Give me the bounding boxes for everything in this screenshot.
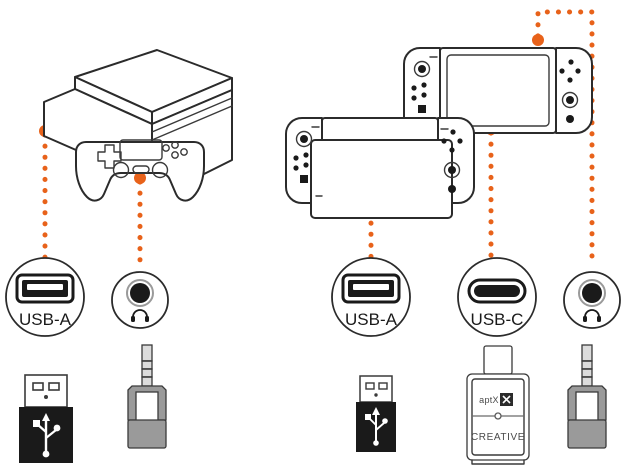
accessory-usb-a-plug-left [19, 374, 73, 463]
creative-brand-label: CREATIVE [471, 432, 525, 443]
aptx-badge: aptX [479, 393, 513, 406]
port-usb-a-left[interactable]: USB-A [5, 257, 85, 337]
usb-trident-icon [33, 413, 61, 458]
port-usb-a-right[interactable]: USB-A [331, 257, 411, 337]
port-label-usb-a-right: USB-A [345, 310, 398, 329]
accessory-usb-c-dongle: aptX CREATIVE [466, 345, 530, 465]
port-usb-c-right[interactable]: USB-C [457, 257, 537, 337]
connection-ps-console-to-usb-a [39, 125, 51, 261]
switch-console-back [403, 47, 593, 134]
playstation-controller [75, 139, 205, 202]
usb-trident-icon [365, 407, 388, 446]
connection-switch-back-to-usb-c [485, 123, 497, 261]
usb-c-port-icon [467, 278, 527, 304]
port-headphone-left[interactable] [111, 271, 169, 329]
port-label-usb-a-left: USB-A [19, 310, 72, 329]
connection-ps-controller-to-headphone [134, 172, 146, 265]
usb-a-port-icon [341, 273, 401, 304]
port-headphone-right[interactable] [563, 271, 621, 329]
usb-a-port-icon [15, 273, 75, 304]
aptx-badge-label: aptX [479, 395, 499, 405]
playstation-console [43, 49, 233, 177]
port-label-usb-c-right: USB-C [471, 310, 524, 329]
connection-switch-back-to-headphone [532, 9, 595, 265]
switch-console-front [285, 117, 475, 219]
accessory-audio-jack-left [127, 344, 167, 449]
accessory-usb-a-plug-right [356, 375, 396, 452]
accessory-audio-jack-right [567, 344, 607, 449]
headphone-jack-port-icon [126, 279, 154, 322]
headphone-jack-port-icon [578, 279, 606, 322]
